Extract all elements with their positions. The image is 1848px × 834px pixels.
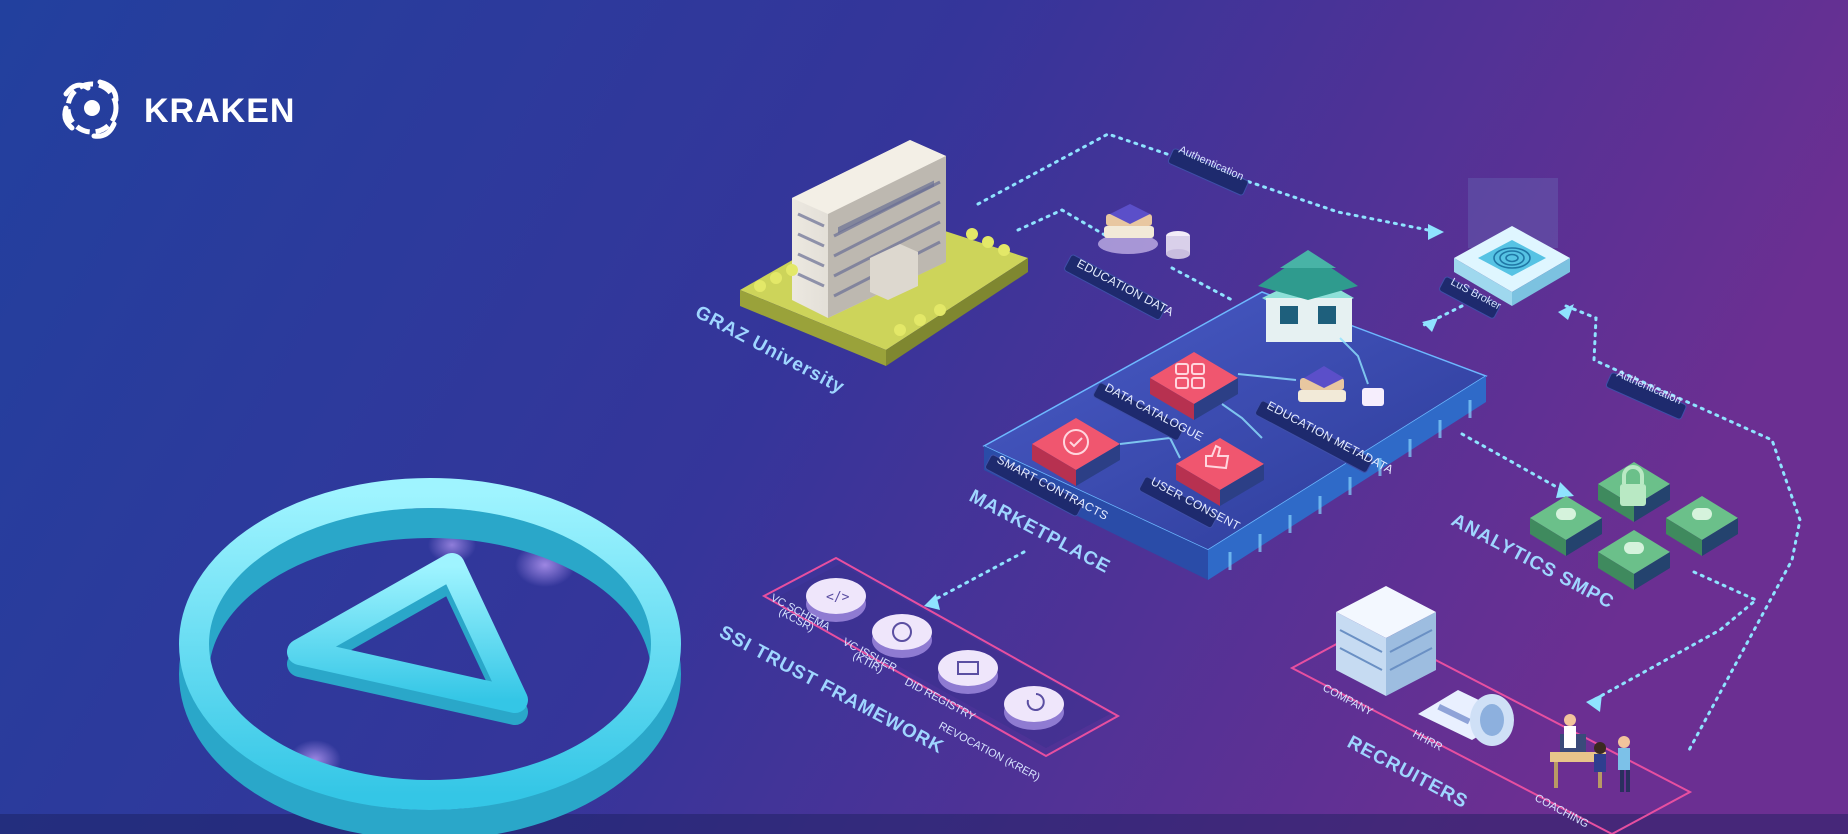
toggle-icon xyxy=(1624,542,1644,554)
thumbs-up-icon xyxy=(1205,444,1230,470)
arrow-from-auth-right xyxy=(1558,304,1574,320)
smart-contracts-tile xyxy=(1032,418,1120,486)
books-icon xyxy=(1104,226,1154,238)
code-icon: </> xyxy=(826,590,850,605)
connector-marketplace-to-ssi xyxy=(932,550,1026,602)
toggle-icon xyxy=(1556,508,1576,520)
vc-issuer-coin xyxy=(872,614,932,658)
pagoda-icon xyxy=(1258,250,1358,342)
padlock-icon xyxy=(1620,484,1646,506)
seal-icon xyxy=(1063,429,1089,455)
kraken-logo: KRAKEN xyxy=(62,79,295,139)
revocation-coin xyxy=(1004,686,1064,730)
arrow-to-broker xyxy=(1428,224,1444,240)
grid-icon xyxy=(1175,363,1205,389)
kraken-logo-icon xyxy=(62,79,119,139)
connector-analytics-to-recruiters xyxy=(1588,570,1759,704)
connector-marketplace-to-analytics xyxy=(1460,432,1564,492)
play-button[interactable] xyxy=(179,478,681,834)
coaching-people xyxy=(1550,714,1630,792)
arrow-to-marketplace xyxy=(1422,318,1438,332)
lus-broker: LuS Broker xyxy=(1439,178,1570,319)
fingerprint-icon xyxy=(1493,247,1531,269)
graduation-cap-icon xyxy=(1110,204,1150,224)
connector-auth-right xyxy=(1564,304,1802,754)
toggle-icon xyxy=(1692,508,1712,520)
green-tile-right xyxy=(1666,496,1738,556)
person-icon xyxy=(1564,714,1576,726)
green-tile-left xyxy=(1530,496,1602,556)
seal-icon xyxy=(892,622,912,642)
chat-icon xyxy=(1362,388,1384,406)
ssi-outline xyxy=(761,556,1121,758)
lock-tile xyxy=(1598,462,1670,522)
graz-university: GRAZ University xyxy=(692,140,1028,398)
arrow-to-ssi xyxy=(924,594,940,610)
connectors xyxy=(924,132,1802,754)
education-metadata-icon xyxy=(1298,366,1384,406)
user-consent-tile xyxy=(1176,438,1264,506)
connector-education-data-to-marketplace xyxy=(1170,266,1234,302)
play-icon[interactable] xyxy=(287,553,528,713)
did-registry-coin xyxy=(938,650,998,694)
brand-name: KRAKEN xyxy=(144,92,295,130)
connector-to-education-data xyxy=(1016,208,1112,240)
university-entrance xyxy=(870,244,918,300)
company-building xyxy=(1336,586,1436,696)
hhrr-icon xyxy=(1418,690,1514,746)
arrow-to-recruiters xyxy=(1586,694,1602,712)
registry-icon xyxy=(957,661,979,675)
connector-auth-top xyxy=(976,132,1440,234)
data-catalogue-tile xyxy=(1150,352,1238,420)
undo-icon xyxy=(1026,693,1045,711)
connector-broker-to-marketplace xyxy=(1420,304,1464,328)
green-tile-bottom xyxy=(1598,530,1670,590)
arrow-to-analytics xyxy=(1556,482,1574,498)
ring xyxy=(179,478,681,810)
vc-schema-coin: </> xyxy=(806,578,866,622)
